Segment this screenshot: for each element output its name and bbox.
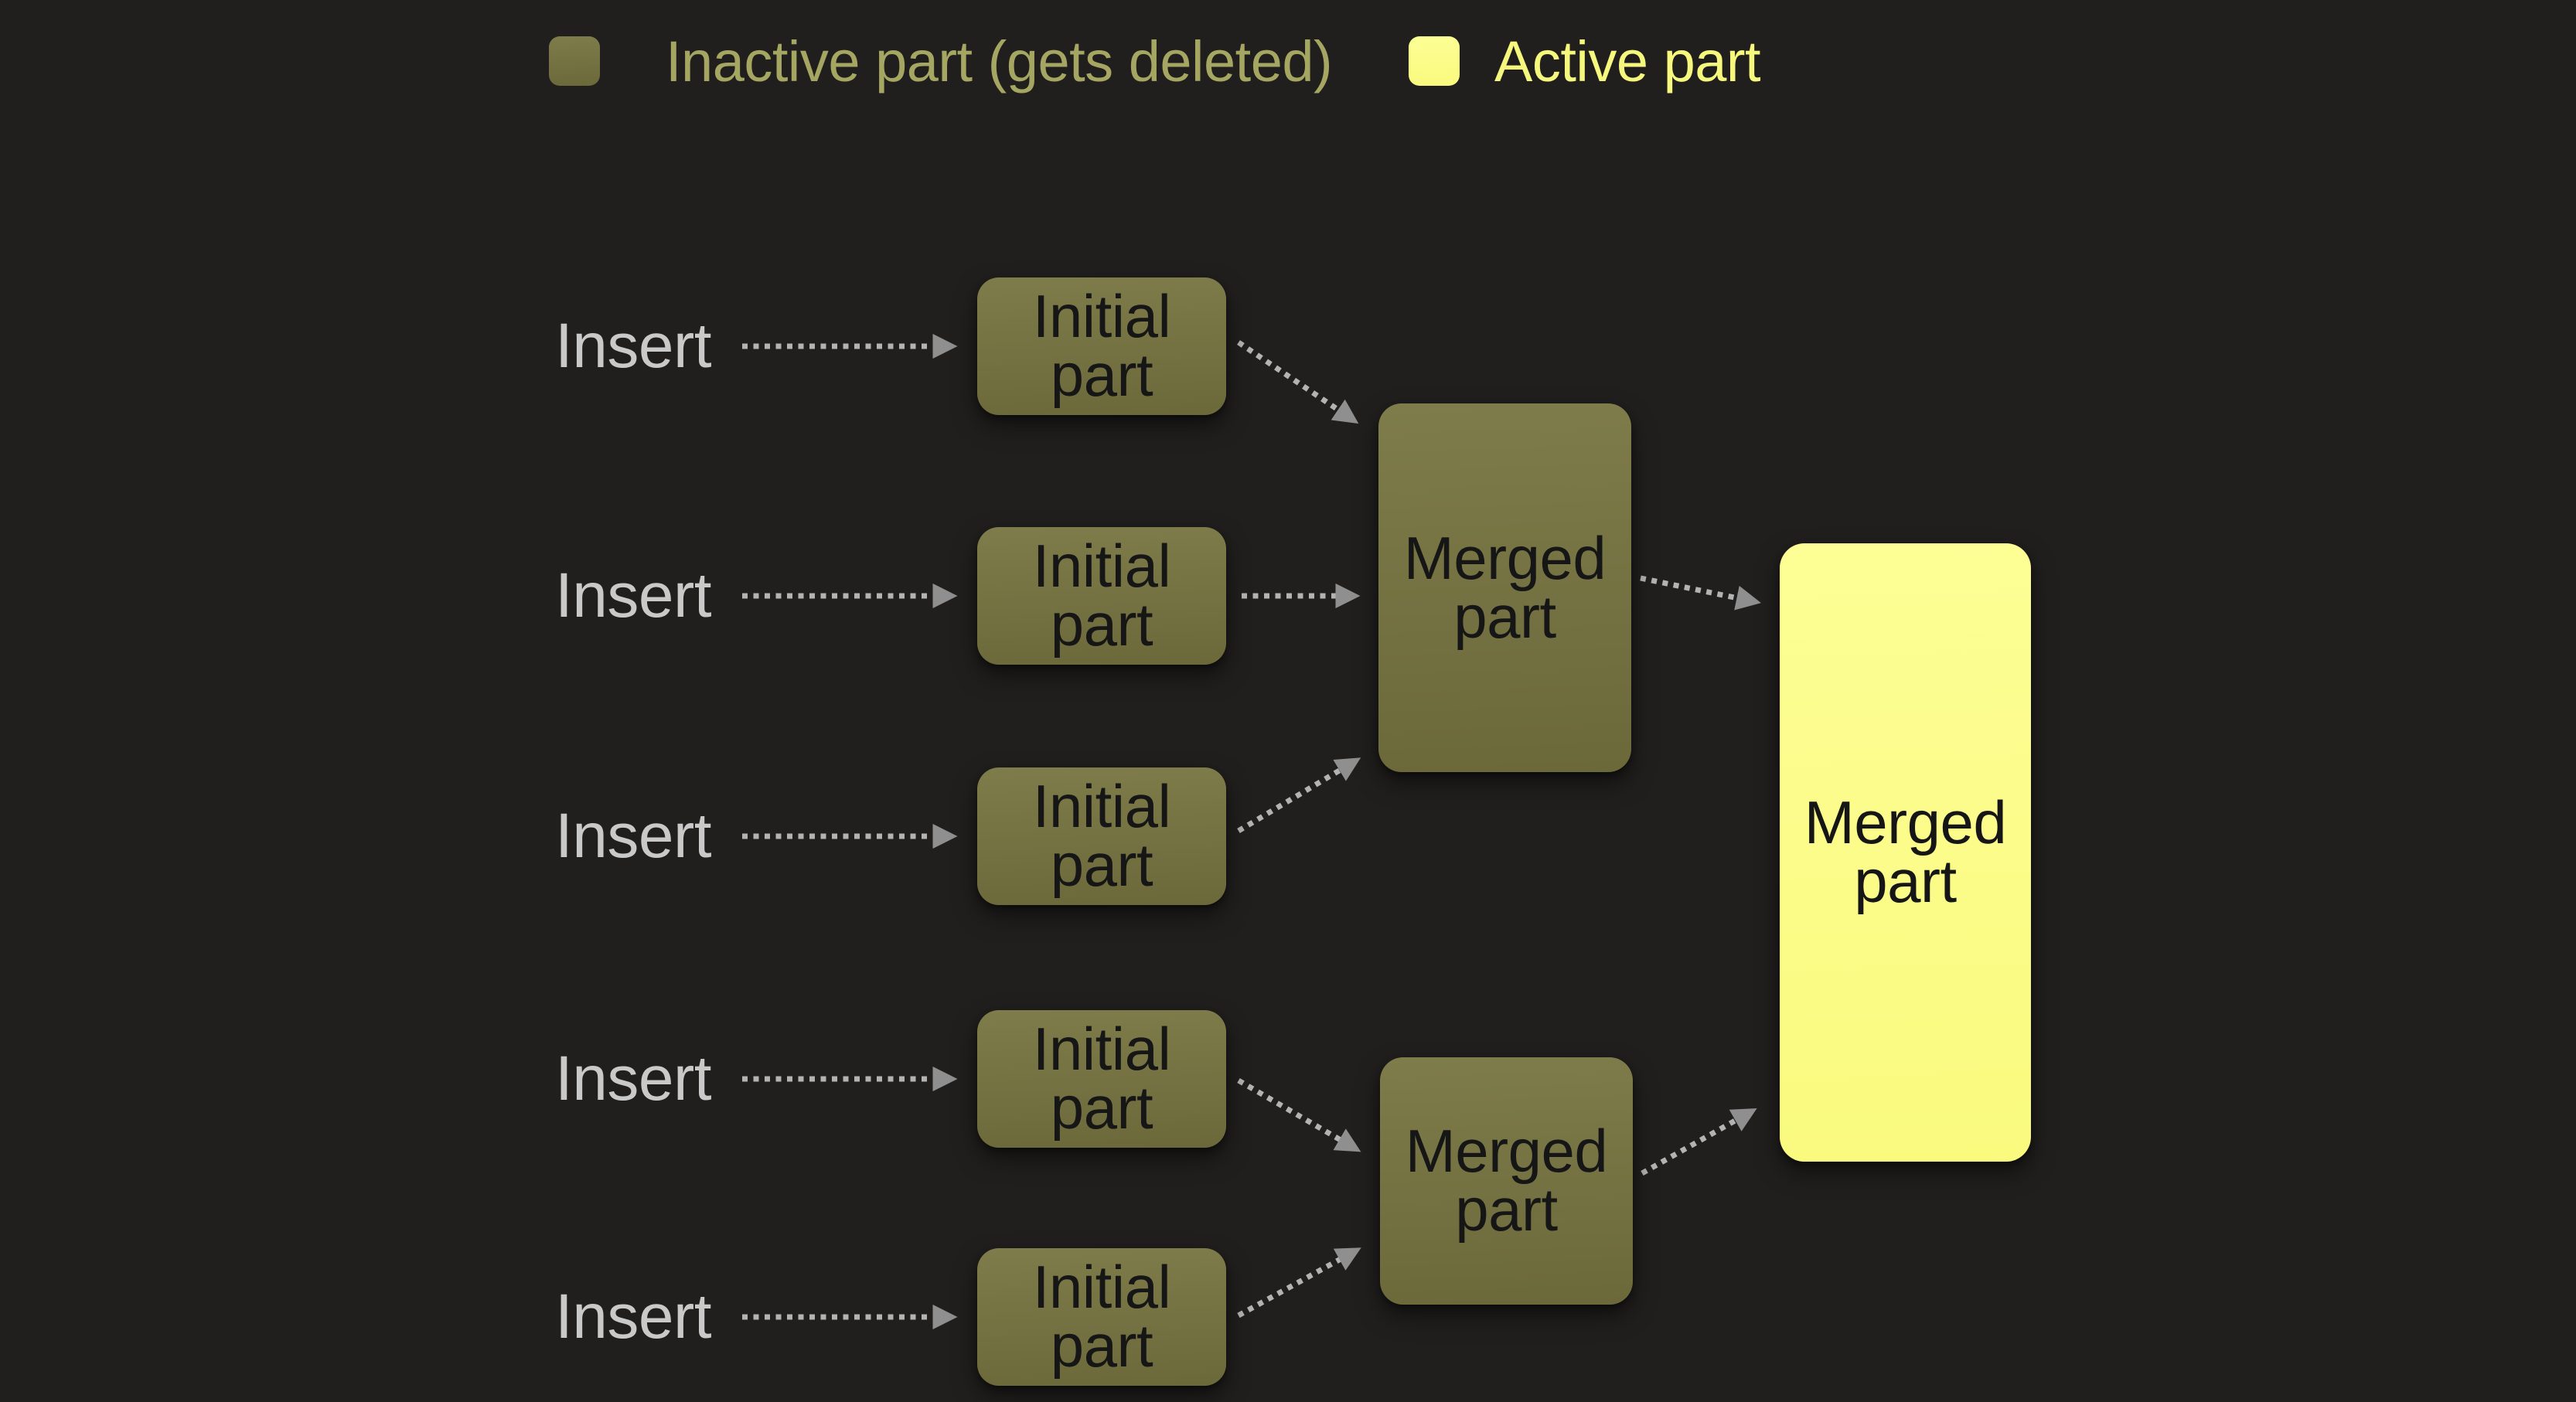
arrow-merged-bottom-to-final xyxy=(1641,1108,1757,1176)
initial-part-box-2: Initial part xyxy=(977,527,1226,665)
merged-part-box-final: Merged part xyxy=(1780,543,2031,1162)
initial-part-box-1: Initial part xyxy=(977,277,1226,415)
initial-part-box-3: Initial part xyxy=(977,767,1226,905)
legend-label-active: Active part xyxy=(1494,29,1761,94)
insert-label-5: Insert xyxy=(555,1281,712,1352)
arrow-initial3-to-merged-top xyxy=(1237,757,1361,834)
arrow-initial5-to-merged-bottom xyxy=(1237,1247,1361,1319)
merged-part-box-top: Merged part xyxy=(1378,403,1631,772)
inactive-part-swatch-icon xyxy=(549,36,600,86)
arrow-initial4-to-merged-bottom xyxy=(1237,1077,1361,1152)
insert-label-1: Insert xyxy=(555,311,712,381)
legend-label-inactive: Inactive part (gets deleted) xyxy=(666,29,1333,94)
initial-part-box-5: Initial part xyxy=(977,1248,1226,1386)
arrow-initial1-to-merged-top xyxy=(1237,340,1359,424)
insert-label-4: Insert xyxy=(555,1043,712,1114)
insert-label-2: Insert xyxy=(555,560,712,631)
merged-part-box-bottom: Merged part xyxy=(1380,1057,1633,1305)
arrow-merged-top-to-final xyxy=(1640,575,1761,611)
initial-part-box-4: Initial part xyxy=(977,1010,1226,1148)
active-part-swatch-icon xyxy=(1409,36,1460,86)
insert-label-3: Insert xyxy=(555,801,712,871)
